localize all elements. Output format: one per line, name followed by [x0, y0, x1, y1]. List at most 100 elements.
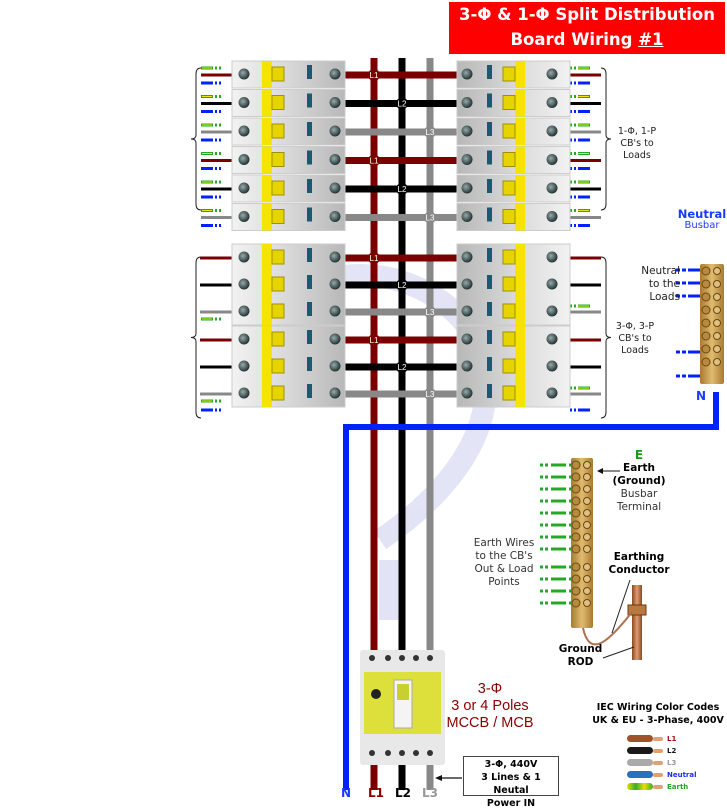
- power-in-line: 3 Lines & 1 Neutal: [481, 772, 541, 796]
- copper-tip-icon: [653, 736, 663, 741]
- legend-title: IEC Wiring Color Codes UK & EU - 3-Phase…: [588, 701, 727, 727]
- circuit-breaker: [231, 89, 346, 117]
- busbar-screw: [701, 344, 711, 354]
- group-brace: [600, 256, 612, 419]
- circuit-breaker: [231, 117, 346, 146]
- breaker-din-rail: [515, 146, 525, 174]
- breaker-din-rail: [515, 203, 525, 231]
- junction-dot: [424, 126, 436, 138]
- arrowhead: [435, 775, 442, 781]
- copper-tip-icon: [653, 772, 663, 777]
- ground-rod: [632, 585, 642, 660]
- junction-label: L3: [426, 214, 435, 223]
- mccb-terminal: [385, 655, 391, 661]
- breaker-indicator: [487, 275, 492, 289]
- power-in-line: Power IN: [486, 798, 536, 809]
- earth-wires-label: Earth Wires to the CB's Out & Load Point…: [470, 537, 538, 589]
- neutral-busbar-tag: N: [695, 389, 707, 403]
- neutral-wire: [343, 392, 719, 790]
- breaker-toggle: [271, 385, 285, 401]
- breaker-toggle: [271, 66, 285, 82]
- terminal-screw: [461, 387, 473, 399]
- breaker-indicator: [487, 384, 492, 398]
- cable-icon: [627, 783, 653, 790]
- circuit-breaker: [231, 243, 346, 326]
- neutral-busbar-subtitle: Busbar: [684, 220, 720, 231]
- terminal-screw: [461, 211, 473, 222]
- busbar-screw: [583, 575, 591, 583]
- breaker-toggle: [271, 303, 285, 319]
- terminal-screw: [329, 154, 341, 165]
- breaker-body: [231, 89, 346, 117]
- legend-item: L1: [627, 733, 676, 744]
- breaker-toggle: [271, 209, 285, 224]
- busbar-screw: [571, 574, 581, 584]
- terminal-screw: [329, 68, 341, 80]
- mccb-terminal: [385, 750, 391, 756]
- mccb-terminal: [369, 655, 375, 661]
- neutral-busbar-title: Neutral Busbar: [672, 208, 727, 231]
- mccb-label-line: 3-Φ: [477, 681, 503, 697]
- terminal-screw: [329, 278, 341, 290]
- earth-title-line: Earth: [623, 462, 655, 474]
- breaker-toggle: [502, 209, 516, 224]
- legend-title-line: UK & EU - 3-Phase, 400V: [592, 715, 724, 726]
- terminal-screw: [546, 68, 558, 80]
- circuit-breaker: [456, 203, 571, 231]
- terminal-screw: [546, 333, 558, 345]
- busbar-screw: [701, 331, 711, 341]
- busbar-screw: [571, 472, 581, 482]
- conductor-pointer: [611, 579, 631, 634]
- rod-pointer: [602, 646, 635, 659]
- junction-dot: [396, 279, 408, 291]
- junction-dot: [424, 388, 436, 400]
- breaker-indicator: [307, 330, 312, 344]
- neutral-to-loads-line: to the: [648, 278, 680, 290]
- busbar-screw: [583, 473, 591, 481]
- breaker-indicator: [487, 357, 492, 371]
- bottom-label-l2: L2: [395, 786, 411, 800]
- busbar-screw: [571, 496, 581, 506]
- breaker-toggle: [271, 152, 285, 167]
- busbar-screw: [583, 545, 591, 553]
- mccb-label-line: 3 or 4 Poles: [451, 698, 529, 714]
- title-banner: 3-Φ & 1-Φ Split Distribution Board Wirin…: [449, 2, 725, 54]
- junction-dot: [368, 69, 380, 81]
- breaker-body: [231, 60, 346, 89]
- busbar-screw: [571, 520, 581, 530]
- terminal-screw: [461, 97, 473, 108]
- breaker-din-rail: [262, 146, 272, 174]
- busbar-screw: [701, 318, 711, 328]
- terminal-screw: [238, 125, 250, 137]
- junction-dot: [424, 211, 436, 224]
- breaker-toggle: [271, 276, 285, 292]
- legend-item: L2: [627, 745, 676, 756]
- three-phase-label-line: Loads: [621, 345, 649, 356]
- circuit-breaker: [231, 203, 346, 231]
- junction-dot: [368, 252, 380, 264]
- legend-item: Neutral: [627, 769, 697, 780]
- bottom-label-l3: L3: [422, 786, 438, 800]
- breaker-toggle: [502, 249, 516, 265]
- junction-label: L3: [426, 308, 435, 317]
- terminal-screw: [461, 251, 473, 263]
- mccb-label-line: MCCB / MCB: [446, 715, 534, 731]
- junction-dot: [424, 306, 436, 318]
- three-phase-label-line: 3-Φ, 3-P: [615, 321, 655, 332]
- junction-dot: [396, 361, 408, 373]
- breaker-toggle: [502, 276, 516, 292]
- breaker-body: [231, 243, 346, 326]
- junction-label: L2: [398, 100, 407, 109]
- busbar-screw: [583, 587, 591, 595]
- cable-icon: [627, 771, 653, 778]
- breaker-indicator: [307, 248, 312, 262]
- breaker-din-rail: [262, 175, 272, 202]
- busbar-screw: [713, 293, 721, 301]
- breaker-din-rail: [262, 326, 272, 407]
- terminal-screw: [546, 125, 558, 137]
- junction-label: L1: [370, 71, 379, 80]
- busbar-screw: [583, 509, 591, 517]
- earthing-conductor-wire: [582, 611, 633, 646]
- terminal-screw: [546, 97, 558, 108]
- busbar-screw: [713, 345, 721, 353]
